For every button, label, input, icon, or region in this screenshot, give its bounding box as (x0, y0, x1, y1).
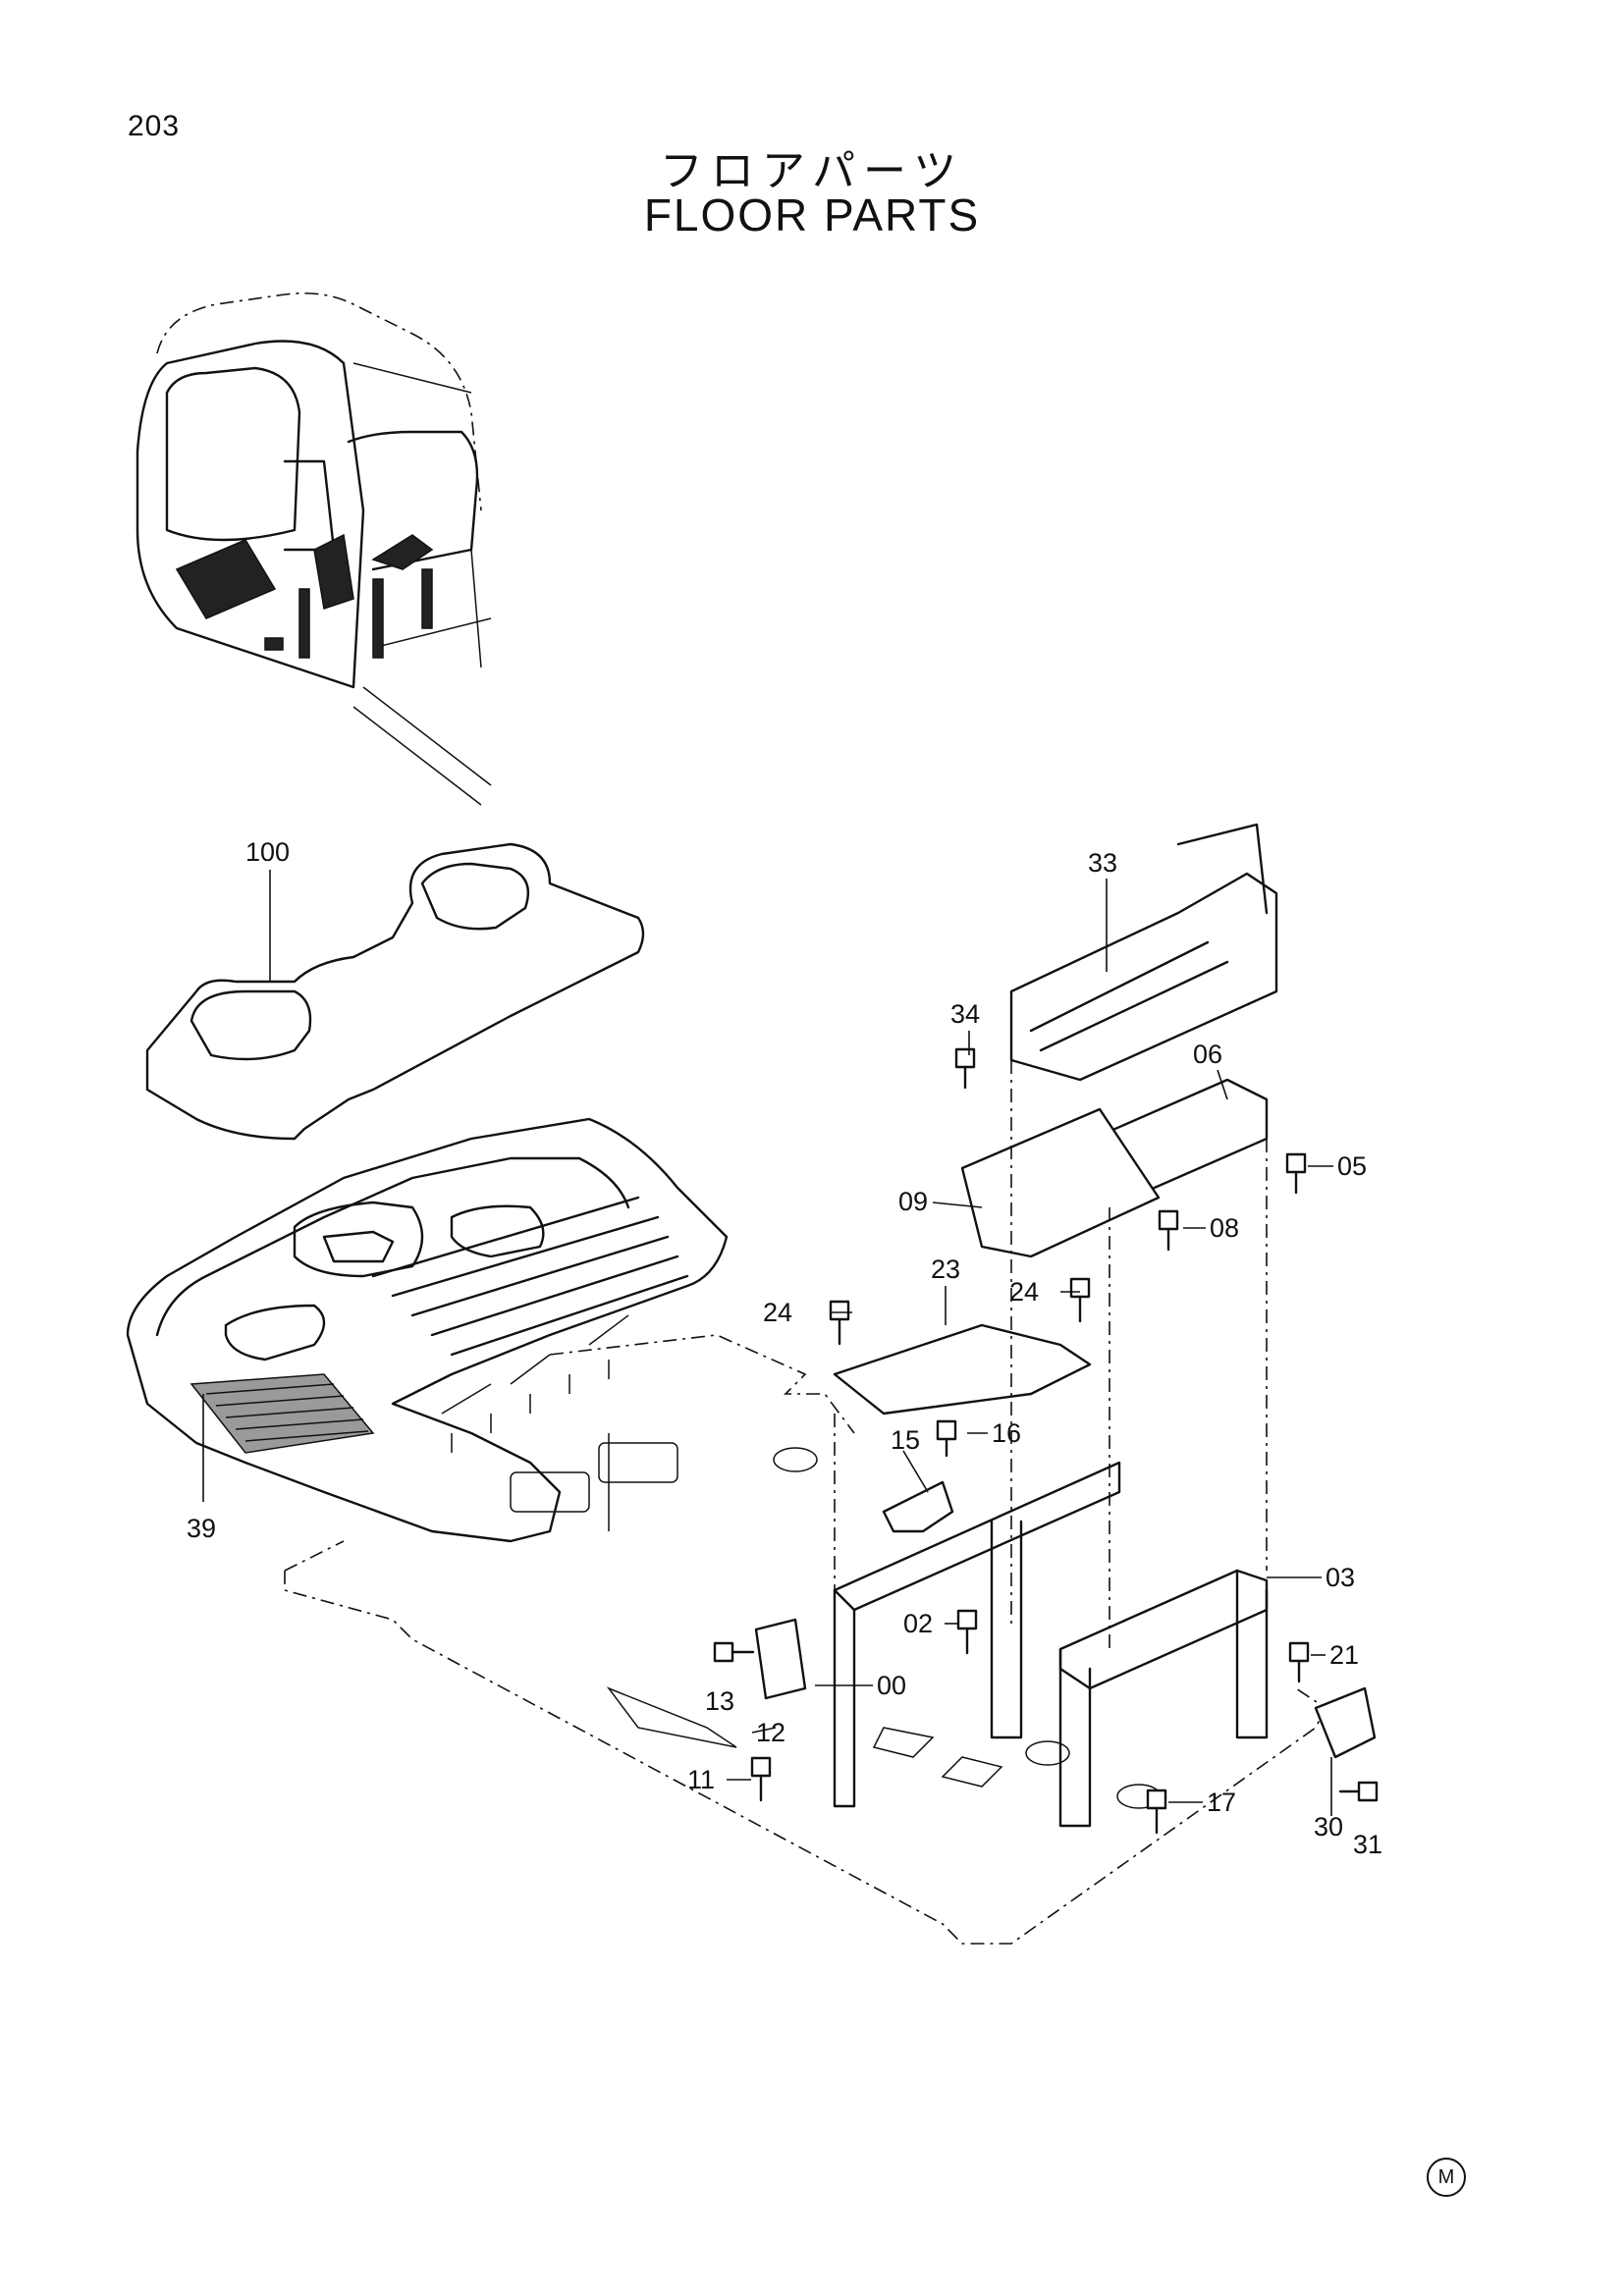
callout-15: 15 (891, 1425, 920, 1455)
callout-09: 09 (898, 1187, 928, 1216)
callout-06: 06 (1193, 1040, 1222, 1069)
callout-39: 39 (187, 1514, 216, 1543)
callout-08: 08 (1210, 1213, 1239, 1243)
seat-stand-assembly (754, 823, 1377, 1828)
callout-12: 12 (756, 1718, 785, 1747)
callout-100: 100 (245, 837, 290, 867)
callout-17: 17 (1207, 1788, 1236, 1817)
base-floor-outline (284, 1334, 1327, 1945)
callout-23: 23 (931, 1255, 960, 1284)
cab-locator-drawing (135, 292, 492, 806)
callout-34: 34 (950, 999, 980, 1029)
page-number: 203 (128, 110, 181, 142)
callout-leader-lines (202, 870, 1333, 1816)
callout-21: 21 (1329, 1640, 1359, 1670)
callout-24-right: 24 (1009, 1277, 1039, 1307)
callout-05: 05 (1337, 1151, 1367, 1181)
callout-labels: 100 39 33 34 06 05 09 08 23 24 24 15 16 … (187, 837, 1382, 1859)
callout-33: 33 (1088, 848, 1117, 878)
page-title-japanese: フロアパーツ (659, 146, 965, 196)
callout-30: 30 (1314, 1812, 1343, 1842)
page-title: FLOOR PARTS (643, 189, 981, 240)
callout-11: 11 (687, 1765, 715, 1794)
callout-13: 13 (705, 1686, 734, 1716)
callout-02: 02 (903, 1609, 933, 1638)
callout-16: 16 (992, 1418, 1021, 1448)
inset-floor-highlight (175, 533, 434, 659)
callout-03: 03 (1326, 1563, 1355, 1592)
corner-mark: M (1427, 2158, 1466, 2197)
floor-plate-part (126, 1117, 729, 1543)
callout-24-left: 24 (763, 1298, 792, 1327)
floor-plate-mesh (189, 1373, 375, 1454)
callout-31: 31 (1353, 1830, 1382, 1859)
callout-00: 00 (877, 1671, 906, 1700)
floor-mat-part (145, 842, 645, 1141)
